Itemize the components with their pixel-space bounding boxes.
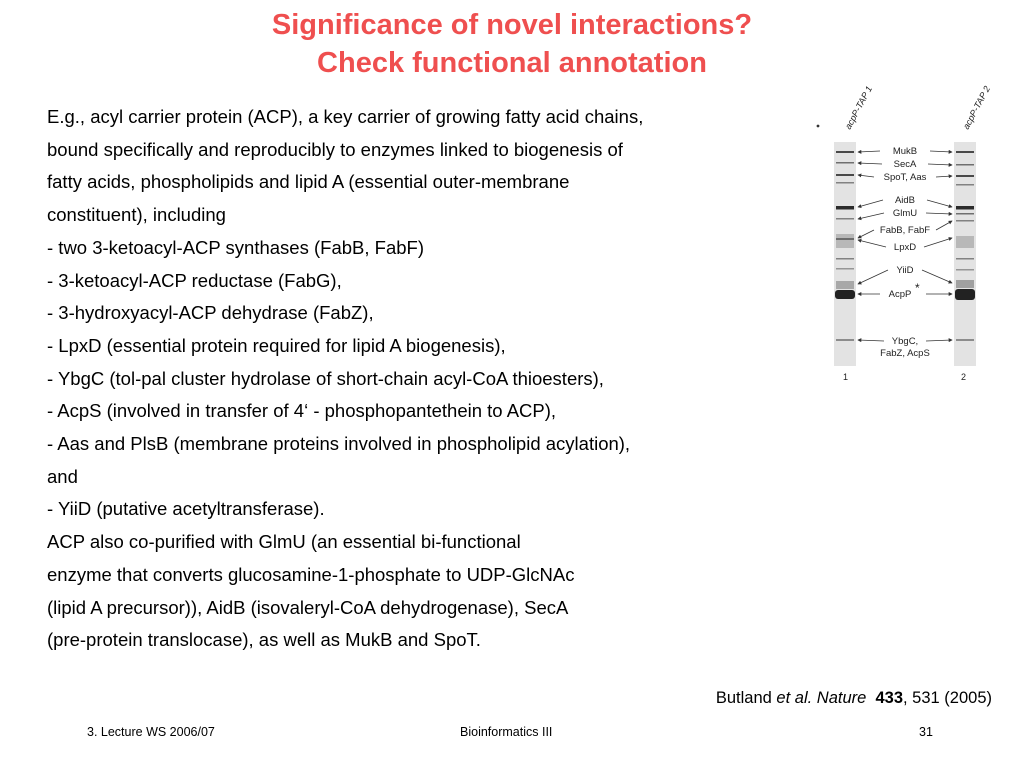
body-line: - YiiD (putative acetyltransferase). [47, 498, 325, 520]
body-line: (pre-protein translocase), as well as Mu… [47, 629, 481, 651]
citation-pages-year: , 531 (2005) [903, 689, 992, 707]
body-line: - 3-hydroxyacyl-ACP dehydrase (FabZ), [47, 302, 374, 324]
band-label: FabB, FabF [880, 225, 930, 236]
body-line: - 3-ketoacyl-ACP reductase (FabG), [47, 269, 342, 291]
footer-page-number: 31 [919, 725, 933, 739]
citation-journal: Nature [812, 689, 867, 707]
body-line: ACP also co-purified with GlmU (an essen… [47, 531, 521, 553]
gel-lane-2 [954, 142, 976, 366]
body-line: - AcpS (involved in transfer of 4‘ - pho… [47, 400, 557, 422]
body-line: - Aas and PlsB (membrane proteins involv… [47, 433, 631, 455]
asterisk: * [915, 281, 920, 295]
citation-volume: 433 [875, 689, 904, 707]
lane-number-1: 1 [843, 372, 848, 382]
band-label: SpoT, Aas [884, 172, 927, 183]
body-line: enzyme that converts glucosamine-1-phosp… [47, 563, 575, 585]
lane2-header: acpP-TAP 2 [961, 84, 992, 131]
footer-lecture: 3. Lecture WS 2006/07 [87, 725, 215, 739]
slide-title: Significance of novel interactions? Chec… [0, 6, 1024, 82]
band-label: YbgC, [892, 336, 918, 347]
body-line: bound specifically and reproducibly to e… [47, 138, 623, 160]
band-label: AcpP [889, 289, 912, 300]
body-line: constituent), including [47, 204, 226, 226]
title-line-2: Check functional annotation [317, 47, 707, 79]
body-line: (lipid A precursor)), AidB (isovaleryl-C… [47, 596, 569, 618]
citation-etal: et al. [776, 689, 813, 707]
body-line: - LpxD (essential protein required for l… [47, 334, 506, 356]
band-label: AidB [895, 195, 915, 206]
body-line: fatty acids, phospholipids and lipid A (… [47, 171, 570, 193]
band-label: YiiD [896, 265, 913, 276]
citation-author: Butland [715, 689, 777, 707]
lane1-header: acpP-TAP 1 [843, 84, 874, 131]
band-label: SecA [894, 159, 917, 170]
body-line: and [47, 465, 78, 487]
lane-1-bands [835, 151, 855, 341]
gel-lane-1 [834, 142, 856, 366]
band-label: FabZ, AcpS [880, 348, 930, 359]
gel-figure: acpP-TAP 1 acpP-TAP 2 Mu [816, 84, 992, 382]
body-line: - YbgC (tol-pal cluster hydrolase of sho… [47, 367, 604, 389]
band-label: MukB [893, 146, 917, 157]
body-text: E.g., acyl carrier protein (ACP), a key … [47, 101, 797, 657]
citation: Butland et al. Nature 433, 531 (2005) [716, 689, 992, 708]
band-label: LpxD [894, 242, 916, 253]
band-label: GlmU [893, 208, 917, 219]
footer-course: Bioinformatics III [460, 725, 553, 739]
body-line: - two 3-ketoacyl-ACP synthases (FabB, Fa… [47, 236, 424, 258]
title-line-1: Significance of novel interactions? [271, 9, 753, 41]
body-line: E.g., acyl carrier protein (ACP), a key … [47, 106, 644, 127]
lane-2-bands [955, 151, 975, 341]
lane-number-2: 2 [961, 372, 966, 382]
